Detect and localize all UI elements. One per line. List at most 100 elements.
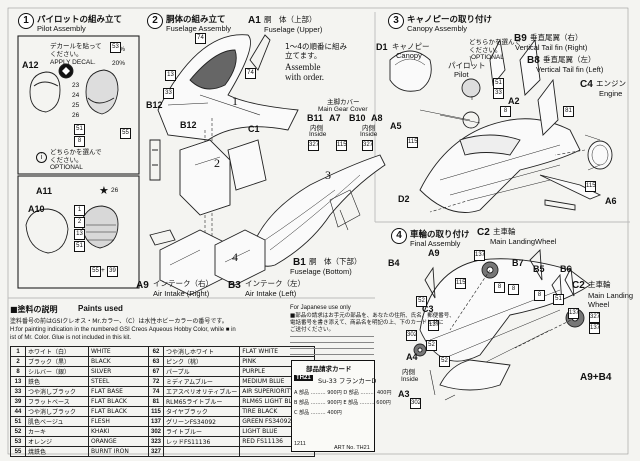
c2-top-jp: 主車輪	[493, 227, 516, 236]
part-b10: B10	[349, 113, 366, 123]
paint-tag: 8	[74, 136, 85, 147]
a1-en: Fuselage (Upper)	[264, 25, 323, 34]
paint-number: 52	[10, 426, 26, 437]
paint-tag: 115	[585, 181, 596, 192]
part-c3: C3	[422, 304, 434, 314]
step-title-canopy: キャノピーの取り付け	[407, 15, 493, 25]
star-icon: ★	[99, 184, 109, 197]
step-number-4: 4	[391, 228, 407, 244]
a9-jp: インテーク（右）	[153, 279, 213, 288]
paint-tag: 137	[589, 323, 600, 334]
paint-name-jp: 肌色ベージュ	[25, 416, 89, 427]
inside-jp: 内側	[310, 124, 323, 132]
part-a4: A4	[406, 352, 418, 362]
part-a6: A6	[605, 196, 617, 206]
paint-number: 55	[10, 446, 26, 457]
star-paint-num: 26	[111, 187, 119, 194]
paints-title-jp: ■塗料の説明	[10, 305, 58, 314]
paint-row: 327	[147, 446, 316, 457]
part-a1: A1	[248, 15, 261, 26]
b9-en: Vertical Tail fin (Right)	[515, 43, 588, 52]
part-d2: D2	[398, 194, 410, 204]
paints-desc-en2: ist of Mr. Color. Glue is not included i…	[10, 335, 132, 341]
paint-tag: 327	[308, 140, 319, 151]
paint-tag: 115	[336, 140, 347, 151]
part-d1: D1	[376, 42, 388, 52]
paint-tag: 74	[195, 33, 206, 44]
paint-number: 67	[147, 366, 165, 377]
order-header: For Japanese use only	[290, 305, 351, 311]
part-a9: A9	[428, 248, 440, 258]
optional-note-jp: どちらかを選んで ください。	[50, 148, 102, 164]
paint-number: 63	[147, 356, 165, 367]
b8-en: Vertical Tail fin (Left)	[536, 65, 604, 74]
step-number-1: 1	[18, 13, 34, 29]
canopy-en: Canopy	[396, 51, 422, 60]
paint-number: 323	[147, 436, 165, 447]
part-b9: B9	[514, 33, 527, 44]
order-num-3: 3	[325, 168, 331, 182]
canopy-jp: キャノピー	[392, 42, 430, 51]
paint-tag: 115	[407, 137, 418, 148]
paint-tag: 53	[110, 42, 121, 53]
step-subtitle-final: Final Assembly	[410, 239, 461, 248]
card-name: Su-33 フランカーD	[318, 377, 377, 385]
paint-name-jp: オレンジ	[25, 436, 89, 447]
paint-tag: 55	[90, 266, 101, 277]
paints-desc-en: H:for painting indication in the numbere…	[10, 327, 236, 333]
paint-tag: 1	[74, 205, 85, 216]
paint-name-jp: タイヤブラック	[163, 406, 241, 417]
part-b4: B4	[388, 258, 400, 268]
optional-jp-3: どちらかを選んで ください。	[469, 38, 521, 54]
paints-desc-jp: 塗料番号の前はGSIクレオス・Mr.カラー、（C）は水性ホビーカラーの番号です。	[10, 318, 228, 325]
paint-name-jp: グリーンFS34092	[163, 416, 241, 427]
paint-name-jp	[163, 446, 241, 457]
paint-name-jp: ミディアムブルー	[163, 376, 241, 387]
paint-tag: 137	[474, 250, 485, 261]
part-b8: B8	[527, 55, 540, 66]
step-number-2: 2	[147, 13, 163, 29]
paint-number: 62	[147, 346, 165, 357]
divider	[290, 336, 374, 337]
paint-tag: 137	[568, 308, 579, 319]
part-b1: B1	[293, 257, 306, 268]
paint-tag: 13	[165, 70, 176, 81]
paint-tag: 115	[455, 278, 466, 289]
paint-number: 302	[147, 426, 165, 437]
paint-tag: 327	[589, 312, 600, 323]
c2-right-en: Main Landing Wheel	[588, 291, 634, 309]
paint-number: 13	[10, 376, 26, 387]
paint-name-jp: エアスペリオリティブルー	[163, 386, 241, 397]
divider	[290, 342, 374, 343]
optional-note-en: OPTIONAL	[50, 164, 83, 171]
paint-name-jp: ブラック（黒）	[25, 356, 89, 367]
part-a3: A3	[398, 389, 410, 399]
paint-tag: 8	[534, 290, 545, 301]
paint-tag: 137	[428, 320, 439, 331]
paint-number: 53	[10, 436, 26, 447]
paint-tag: 55	[120, 128, 131, 139]
paint-name-jp: つや消しブラック	[25, 406, 89, 417]
paint-name-jp: ホワイト（白）	[25, 346, 89, 357]
paint-number: 8	[10, 366, 26, 377]
part-a9-b4: A9+B4	[580, 372, 612, 383]
paint-name-jp: パープル	[163, 366, 241, 377]
order-card: 部品請求カード TH21 Su-33 フランカーD A 部品 ……… 900円 …	[291, 360, 391, 452]
paint-tag: 2	[74, 217, 85, 228]
paint-number: 39	[10, 396, 26, 407]
paints-title-en: Paints used	[78, 304, 123, 313]
engine-en: Engine	[599, 89, 623, 98]
paint-num: 24	[72, 92, 80, 99]
engine-jp: エンジン	[596, 79, 626, 88]
paint-tag: 302	[406, 330, 417, 341]
